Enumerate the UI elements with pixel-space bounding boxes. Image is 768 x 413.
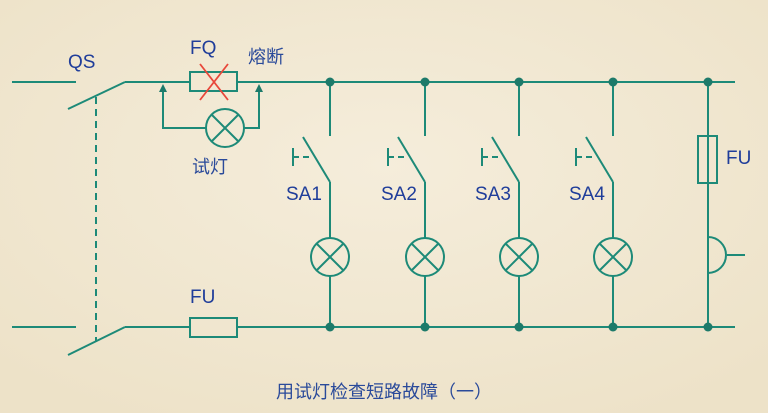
- fu-bottom-label: FU: [190, 287, 215, 308]
- fuse-fq: [189, 71, 238, 92]
- fuse-fu-bottom: [189, 317, 238, 338]
- outlet-symbol: [707, 236, 727, 274]
- caption: 用试灯检查短路故障（一）: [276, 382, 492, 403]
- branch-1: SA1: [286, 77, 350, 332]
- blown-label: 熔断: [248, 47, 284, 68]
- fu-right-label: FU: [726, 148, 751, 169]
- branch-3: SA3: [475, 77, 539, 332]
- fuse-fu-right: [697, 135, 718, 184]
- blown-x-mark: [199, 63, 229, 101]
- branch-2: SA2: [381, 77, 445, 332]
- test-lamp: [159, 84, 263, 148]
- branch-4: SA4: [569, 77, 633, 332]
- test-lamp-label: 试灯: [192, 157, 228, 178]
- right-branch: [697, 77, 745, 332]
- switch-label: SA2: [381, 184, 417, 205]
- switch-label: SA4: [569, 184, 605, 205]
- qs-label: QS: [68, 52, 95, 73]
- main-switch-qs: [12, 81, 126, 356]
- fq-label: FQ: [190, 38, 216, 59]
- switch-label: SA3: [475, 184, 511, 205]
- switch-label: SA1: [286, 184, 322, 205]
